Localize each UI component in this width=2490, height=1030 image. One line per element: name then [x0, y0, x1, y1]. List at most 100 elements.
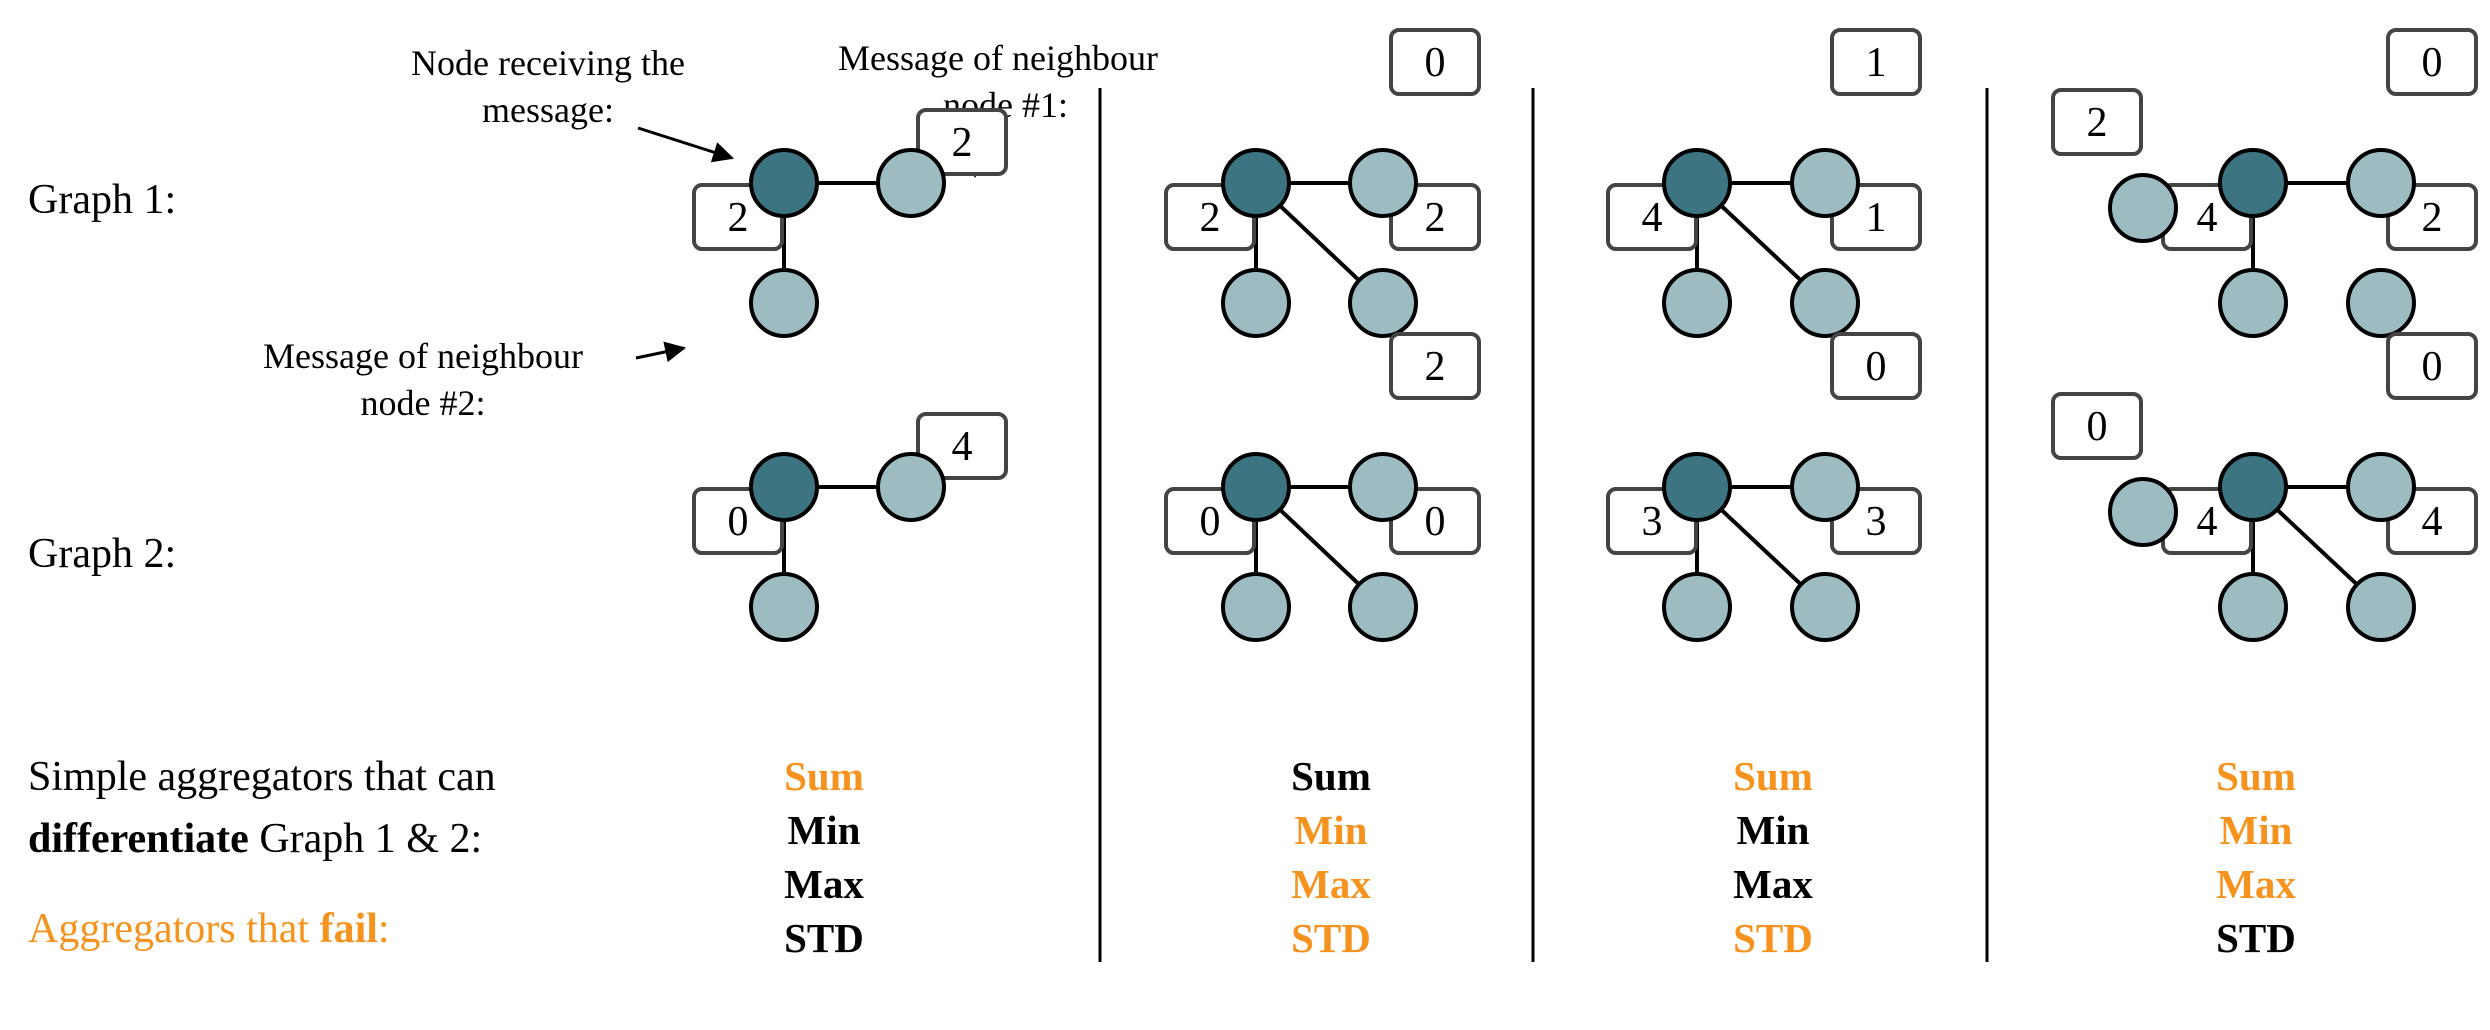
message-box [2386, 332, 2478, 400]
neighbour2-annotation-line1: Message of neighbour [263, 336, 583, 376]
message-value: 2 [2422, 195, 2443, 241]
graph-pair-text: Graph 1 & 2: [249, 816, 482, 862]
fail-prefix: Aggregators that [28, 906, 320, 952]
neighbour-node [2218, 572, 2288, 642]
neighbour-node [1790, 268, 1860, 338]
message-box [1389, 332, 1481, 400]
neighbour-node [1790, 452, 1860, 522]
message-value: 0 [1200, 499, 1221, 545]
aggregator-std: STD [784, 915, 864, 961]
aggregator-sum: Sum [784, 753, 864, 799]
aggregator-sum: Sum [2216, 753, 2296, 799]
aggregator-std: STD [1291, 915, 1371, 961]
message-value: 4 [952, 424, 973, 470]
neighbour2-arrow [635, 341, 687, 363]
receiving-arrow [637, 126, 735, 163]
neighbour-node [1790, 572, 1860, 642]
neighbour-node [1348, 572, 1418, 642]
message-value: 1 [1866, 40, 1887, 86]
message-value: 2 [1425, 195, 1446, 241]
message-value: 2 [1425, 344, 1446, 390]
neighbour-node [1348, 452, 1418, 522]
fail-aggregators-label: Aggregators that fail: [28, 906, 390, 952]
graph-1-example-1: 22 [692, 108, 1008, 338]
message-value: 2 [1200, 195, 1221, 241]
aggregator-min: Min [2220, 807, 2293, 853]
receiving-annotation-line2: message: [482, 90, 614, 130]
aggregator-lists: SumMinMaxSTDSumMinMaxSTDSumMinMaxSTDSumM… [784, 753, 2296, 961]
message-value: 2 [952, 120, 973, 166]
neighbour-node [1790, 148, 1860, 218]
graph-1-example-3: 1 4 1 [1606, 28, 1922, 338]
receiving-node [1221, 148, 1291, 218]
message-box [2051, 392, 2143, 460]
message-box [1830, 28, 1922, 96]
receiving-node [1662, 148, 1732, 218]
aggregator-max: Max [2216, 861, 2296, 907]
receiving-node [2218, 452, 2288, 522]
message-box [2051, 88, 2143, 156]
differentiate-word: differentiate [28, 816, 249, 862]
neighbour-node [2346, 572, 2416, 642]
message-box [916, 412, 1008, 480]
fail-suffix: : [378, 906, 390, 952]
message-value: 3 [1866, 499, 1887, 545]
neighbour-node [2218, 268, 2288, 338]
neighbour-node [1662, 268, 1732, 338]
message-box [2386, 28, 2478, 96]
aggregator-sum: Sum [1291, 753, 1371, 799]
aggregator-std: STD [2216, 915, 2296, 961]
simple-aggregators-line2: differentiate Graph 1 & 2: [28, 816, 482, 862]
neighbour-node [749, 572, 819, 642]
neighbour-node [1221, 572, 1291, 642]
receiving-annotation-line1: Node receiving the [411, 43, 685, 83]
neighbour-node [1662, 572, 1732, 642]
message-value: 4 [2197, 195, 2218, 241]
receiving-node [2218, 148, 2288, 218]
graph2-label: Graph 2: [28, 531, 176, 577]
aggregator-max: Max [1733, 861, 1813, 907]
neighbour-node [2346, 148, 2416, 218]
message-value: 0 [2422, 40, 2443, 86]
graph-2-example-1: 40 [692, 412, 1008, 642]
receiving-node [749, 452, 819, 522]
message-box [916, 108, 1008, 176]
aggregator-min: Min [1737, 807, 1810, 853]
neighbour-node [1348, 148, 1418, 218]
message-value: 0 [1425, 499, 1446, 545]
fail-word: fail [320, 906, 378, 952]
aggregator-min: Min [1295, 807, 1368, 853]
aggregator-max: Max [1291, 861, 1371, 907]
receiving-node [1221, 452, 1291, 522]
neighbour-node [2108, 477, 2178, 547]
neighbour-node [749, 268, 819, 338]
neighbour2-annotation-line2: node #2: [361, 383, 486, 423]
message-value: 0 [728, 499, 749, 545]
message-value: 1 [1866, 195, 1887, 241]
message-value: 4 [2422, 499, 2443, 545]
message-value: 0 [1866, 344, 1887, 390]
receiving-node [749, 148, 819, 218]
neighbour-node [876, 148, 946, 218]
aggregator-max: Max [784, 861, 864, 907]
neighbour-node [2346, 268, 2416, 338]
neighbour-node [1348, 268, 1418, 338]
message-box [1830, 332, 1922, 400]
neighbour-node [876, 452, 946, 522]
aggregator-std: STD [1733, 915, 1813, 961]
message-value: 4 [1642, 195, 1663, 241]
message-value: 2 [728, 195, 749, 241]
simple-aggregators-line1: Simple aggregators that can [28, 754, 496, 800]
aggregator-min: Min [788, 807, 861, 853]
message-value: 0 [2422, 344, 2443, 390]
neighbour-node [1221, 268, 1291, 338]
message-box [1389, 28, 1481, 96]
message-value: 4 [2197, 499, 2218, 545]
neighbour1-annotation-line1: Message of neighbour [838, 38, 1158, 78]
message-value: 2 [2087, 100, 2108, 146]
